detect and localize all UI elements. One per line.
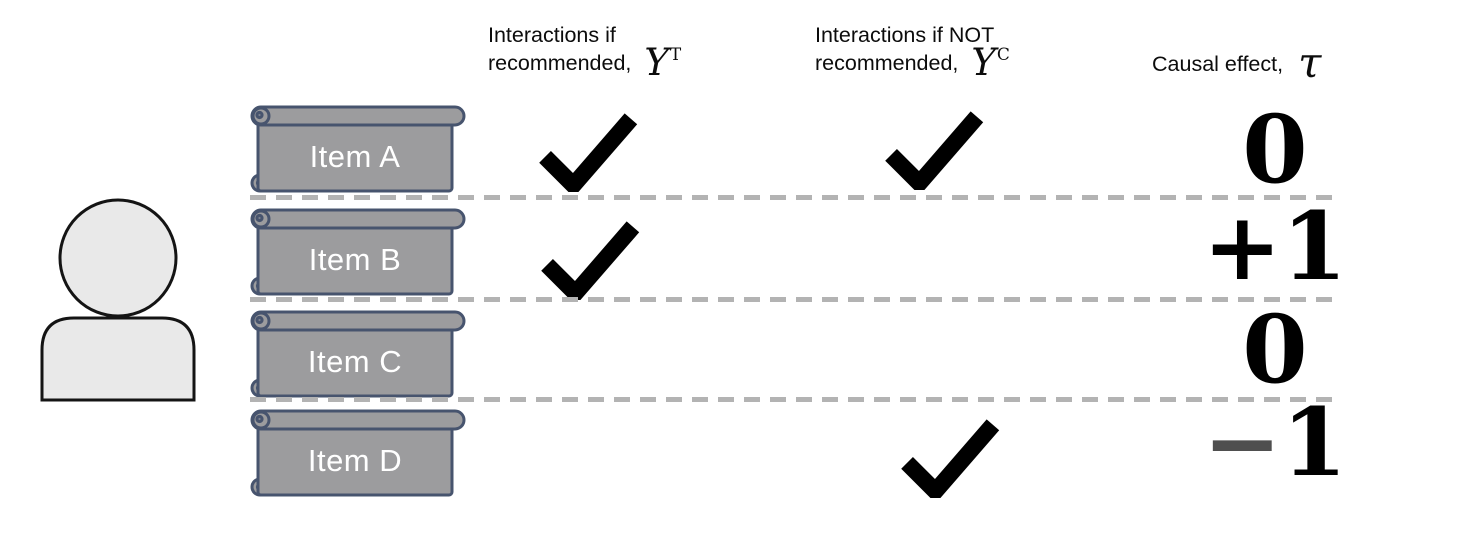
row-divider — [250, 397, 1332, 402]
header-line: recommended, YC — [815, 41, 1010, 84]
symbol-y-control: YC — [971, 41, 1010, 84]
item-card-a: Item A — [248, 103, 468, 195]
causal-effect-value: −1 — [1202, 388, 1348, 498]
symbol-tau: τ — [1298, 38, 1322, 87]
header-line: Interactions if — [488, 23, 616, 47]
checkmark-icon — [538, 220, 642, 300]
causal-effect-value: +1 — [1202, 192, 1348, 302]
checkmark-icon — [898, 418, 1002, 498]
item-label: Item A — [309, 139, 401, 174]
item-label: Item C — [307, 344, 403, 379]
person-icon — [40, 198, 196, 402]
checkmark-icon — [536, 112, 640, 192]
item-card-b: Item B — [248, 206, 468, 298]
item-label: Item D — [307, 443, 403, 478]
checkmark-icon — [882, 110, 986, 190]
header-line: Interactions if NOT — [815, 23, 995, 47]
row-divider — [250, 297, 1332, 302]
causal-effect-value: 0 — [1242, 95, 1308, 205]
column-header-recommended: Interactions if recommended, YT — [488, 21, 682, 84]
item-card-c: Item C — [248, 308, 468, 400]
column-header-not-recommended: Interactions if NOT recommended, YC — [815, 21, 1010, 84]
item-label: Item B — [308, 242, 402, 277]
row-divider — [250, 195, 1332, 200]
header-line: recommended, YT — [488, 41, 682, 84]
column-header-causal-effect: Causal effect, τ — [1152, 38, 1322, 87]
item-card-d: Item D — [248, 407, 468, 499]
causal-effect-value: 0 — [1242, 295, 1308, 405]
symbol-y-treatment: YT — [644, 41, 682, 84]
